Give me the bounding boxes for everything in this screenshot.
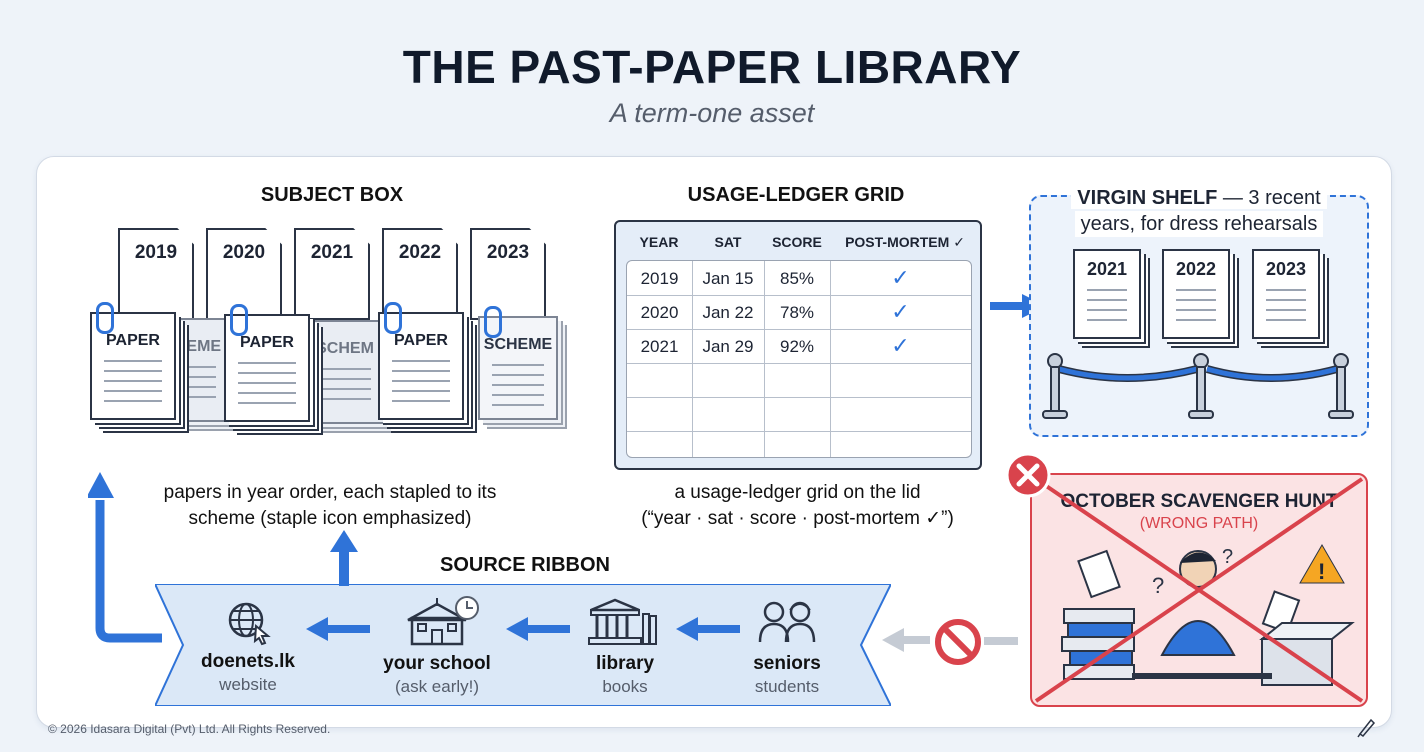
table-row: 2020 Jan 22 78% ✓ [627, 295, 971, 330]
source-library: library books [560, 596, 690, 697]
shelf-doc-2022: 2022 [1162, 249, 1230, 339]
source-ribbon-banner [155, 584, 891, 706]
col-score: SCORE [772, 234, 822, 250]
arrow-left-icon [676, 617, 740, 641]
check-icon: ✓ [891, 333, 910, 358]
arrow-up-icon [88, 472, 162, 643]
no-entry-icon [935, 619, 981, 665]
staple-icon [230, 304, 248, 336]
check-icon: ✓ [891, 299, 910, 324]
page-title: THE PAST-PAPER LIBRARY [402, 41, 1022, 93]
col-sat: SAT [714, 234, 742, 250]
subject-box-heading: SUBJECT BOX [260, 184, 404, 206]
wrong-path-title: OCTOBER SCAVENGER HUNT [1060, 491, 1338, 512]
globe-icon [228, 602, 271, 646]
page-subtitle: A term-one asset [609, 98, 815, 128]
source-seniors: seniors students [722, 596, 852, 697]
col-year: YEAR [639, 234, 679, 250]
scheme-sheet: SCHEM [305, 320, 385, 424]
arrow-up-icon [330, 530, 358, 586]
wrong-path-subtitle: (WRONG PATH) [1139, 515, 1259, 532]
year-doc-2021: 2021 [294, 228, 370, 320]
usage-ledger-grid: YEAR SAT SCORE POST-MORTEM ✓ 2019 Jan 15… [614, 220, 982, 470]
paper-sheet: PAPER [378, 312, 464, 420]
scavenger-scene: ? ? ! [1061, 544, 1355, 686]
virgin-shelf-heading: VIRGIN SHELF — 3 recent years, for dress… [1031, 185, 1367, 237]
cross-out-lines [1034, 477, 1364, 703]
ledger-body: 2019 Jan 15 85% ✓ 2020 Jan 22 78% ✓ 2021… [626, 260, 972, 458]
library-icon [588, 598, 657, 645]
col-post-mortem: POST-MORTEM ✓ [845, 234, 965, 250]
grey-line [984, 637, 1018, 645]
error-x-icon [1005, 452, 1051, 498]
arrow-left-icon [306, 617, 370, 641]
staple-icon [384, 302, 402, 334]
shelf-doc-2023: 2023 [1252, 249, 1320, 339]
rope-barrier-icon [1042, 353, 1354, 419]
table-row: 2021 Jan 29 92% ✓ [627, 329, 971, 364]
ledger-heading: USAGE-LEDGER GRID [687, 184, 905, 206]
virgin-shelf: VIRGIN SHELF — 3 recent years, for dress… [1029, 187, 1369, 437]
students-icon [758, 601, 816, 643]
table-row [627, 431, 971, 457]
source-ribbon-heading: SOURCE RIBBON [439, 554, 610, 576]
paper-sheet: PAPER [90, 312, 176, 420]
arrow-left-icon [506, 617, 570, 641]
table-row [627, 363, 971, 398]
year-doc-2019: 2019 [118, 228, 194, 320]
table-row: 2019 Jan 15 85% ✓ [627, 261, 971, 296]
source-school: your school (ask early!) [372, 596, 502, 697]
table-row [627, 397, 971, 432]
wrong-path-box: OCTOBER SCAVENGER HUNT (WRONG PATH) ? ? [1030, 473, 1368, 707]
source-doenets: doenets.lk website [183, 598, 313, 695]
ledger-caption: a usage-ledger grid on the lid (“year · … [641, 482, 954, 529]
subject-box-caption: papers in year order, each stapled to it… [163, 482, 497, 529]
paper-sheet: PAPER [224, 314, 310, 422]
staple-icon [96, 302, 114, 334]
year-doc-2023: 2023 [470, 228, 546, 320]
svg-text:?: ? [1152, 573, 1164, 598]
ledger-header-row: YEAR SAT SCORE POST-MORTEM ✓ [616, 234, 980, 256]
svg-text:!: ! [1318, 559, 1325, 584]
school-icon [407, 596, 479, 646]
check-icon: ✓ [891, 265, 910, 290]
copyright: © 2026 Idasara Digital (Pvt) Ltd. All Ri… [48, 722, 331, 736]
grey-arrow-left-icon [882, 628, 930, 652]
shelf-doc-2021: 2021 [1073, 249, 1141, 339]
svg-text:?: ? [1222, 546, 1233, 568]
pen-icon [1357, 718, 1376, 738]
staple-icon [484, 306, 502, 338]
